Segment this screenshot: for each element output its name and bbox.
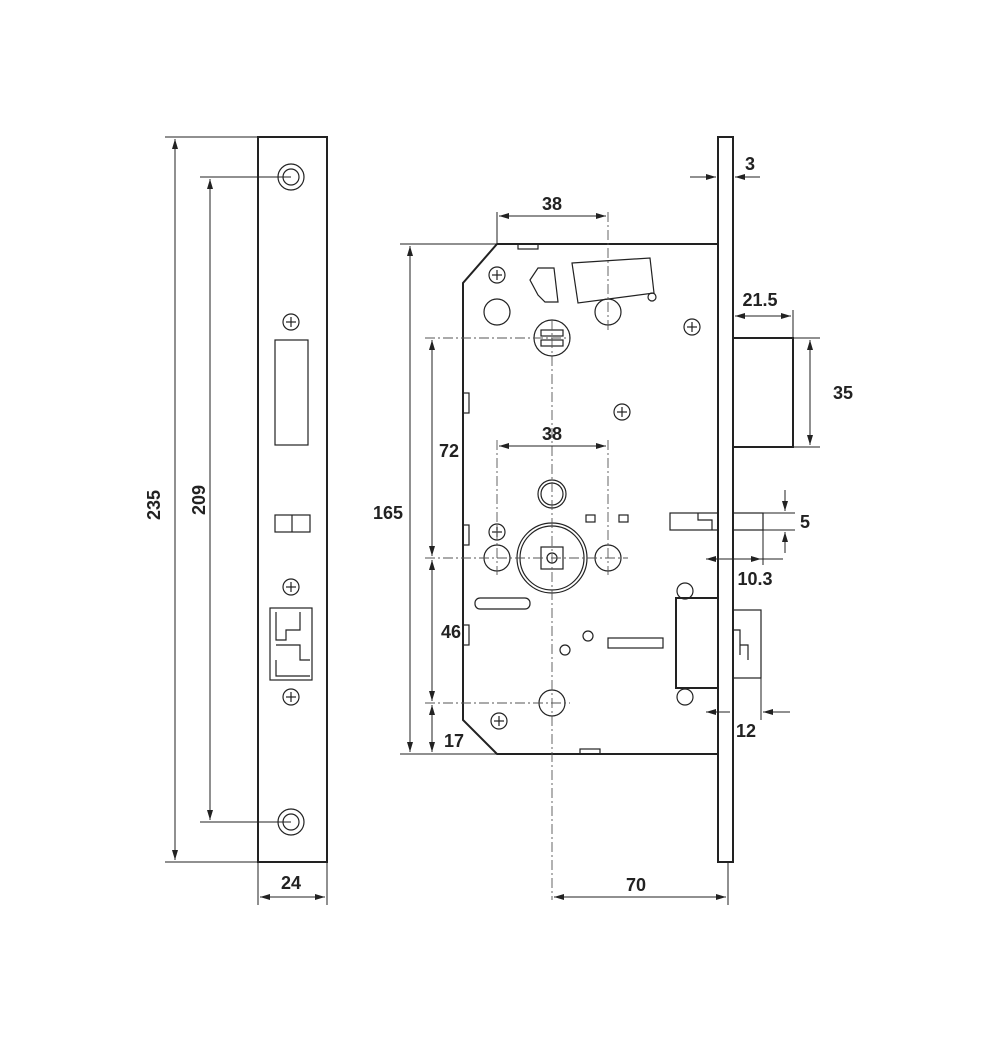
slot — [474, 597, 531, 610]
dim-total-height: 235 — [144, 490, 164, 520]
screw-icon — [282, 313, 300, 331]
side-faceplate — [717, 136, 734, 863]
latch-bolt — [669, 512, 764, 531]
screw-icon — [613, 403, 631, 421]
dim-latch-throw: 10.3 — [737, 569, 772, 589]
screw-icon — [488, 266, 506, 284]
upper-hole-left — [483, 298, 511, 326]
dim-backset: 70 — [626, 875, 646, 895]
dim-faceplate-thickness: 3 — [745, 154, 755, 174]
deadbolt-slot — [274, 339, 309, 446]
deadbolt — [732, 337, 794, 448]
side-view-dimensions: 3 38 21.5 35 72 165 38 5 10.3 46 17 12 7… — [373, 154, 853, 905]
faceplate-front-view — [257, 136, 328, 863]
faceplate-outline — [257, 136, 328, 863]
bolt-cutout — [269, 607, 313, 681]
lock-case-side-view — [462, 136, 794, 863]
case-outline — [462, 243, 719, 755]
screw-icon — [282, 578, 300, 596]
dim-follower-to-lower: 46 — [441, 622, 461, 642]
dim-handle-hole-spacing: 38 — [542, 424, 562, 444]
dim-width: 24 — [281, 873, 301, 893]
dim-deadbolt-height: 35 — [833, 383, 853, 403]
dim-case-height: 165 — [373, 503, 403, 523]
dim-latch-height: 5 — [800, 512, 810, 532]
screw-icon — [490, 712, 508, 730]
deadbolt-mechanism — [571, 257, 657, 304]
lower-bolt-assembly — [675, 582, 762, 706]
center-lines — [425, 212, 628, 900]
dim-upper-to-follower: 72 — [439, 441, 459, 461]
screw-icon — [683, 318, 701, 336]
screw-icon — [282, 688, 300, 706]
dim-lower-to-bottom: 17 — [444, 731, 464, 751]
dim-bolt-throw: 12 — [736, 721, 756, 741]
faceplate-dimensions: 235 209 24 — [144, 136, 328, 905]
dim-screw-spacing: 209 — [189, 485, 209, 515]
latch-slot — [274, 514, 311, 533]
key-lever — [529, 267, 559, 303]
dim-deadbolt-throw: 21.5 — [742, 290, 777, 310]
dim-top-hole-spacing: 38 — [542, 194, 562, 214]
